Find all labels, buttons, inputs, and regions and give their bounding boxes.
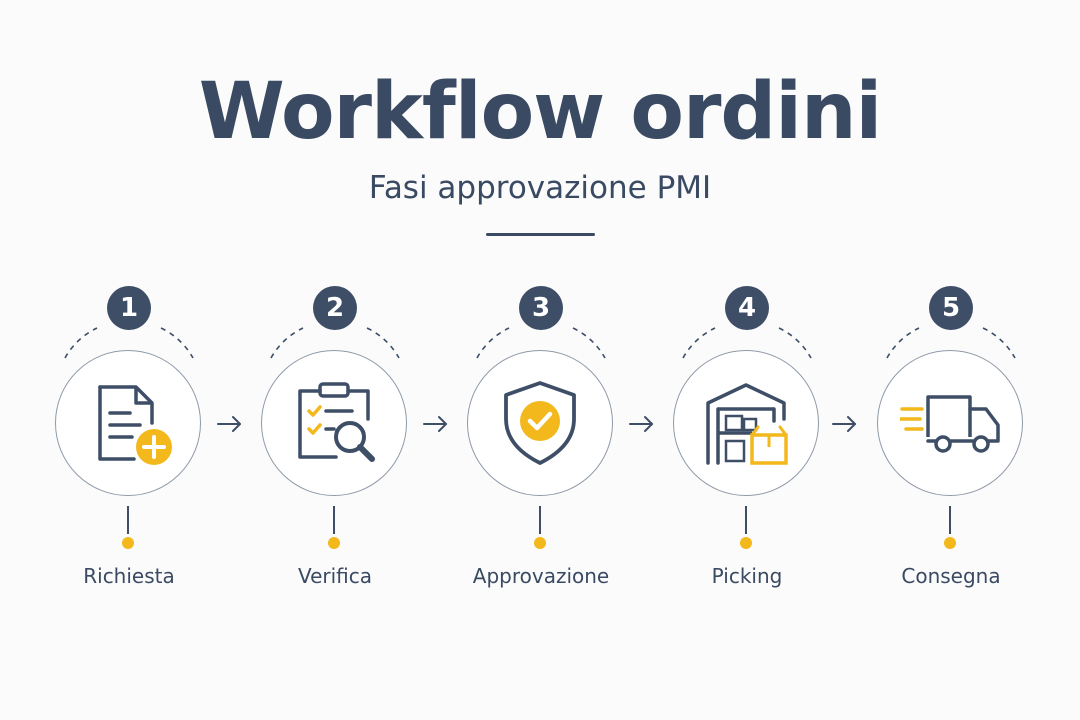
workflow-step-4: 4 Picking	[647, 280, 847, 600]
connector-line	[949, 506, 951, 534]
workflow-step-5: 5 Consegna	[851, 280, 1051, 600]
dashed-arc	[682, 327, 812, 359]
step-marker-dot	[534, 537, 546, 549]
step-label: Picking	[711, 564, 783, 588]
step-marker-dot	[944, 537, 956, 549]
step-marker-dot	[122, 537, 134, 549]
step-marker-dot	[740, 537, 752, 549]
step-marker-dot	[328, 537, 340, 549]
title-divider	[486, 233, 595, 236]
step-label: Consegna	[901, 564, 1001, 588]
delivery-truck-icon	[900, 395, 1000, 453]
step-label: Verifica	[297, 564, 373, 588]
arrow-right-icon	[832, 416, 856, 432]
arrow-right-icon	[629, 416, 653, 432]
page-subtitle: Fasi approvazione PMI	[368, 170, 712, 206]
dashed-arc	[270, 327, 400, 359]
step-icon-circle	[261, 350, 407, 496]
dashed-arc	[64, 327, 194, 359]
connector-line	[539, 506, 541, 534]
connector-line	[127, 506, 129, 534]
step-icon-circle	[673, 350, 819, 496]
shield-check-icon	[504, 381, 576, 465]
step-label: Approvazione	[472, 564, 610, 588]
document-plus-icon	[98, 385, 172, 465]
step-number-badge: 4	[725, 286, 769, 330]
step-number-badge: 2	[313, 286, 357, 330]
workflow-step-3: 3 Approvazione	[441, 280, 641, 600]
page-title: Workflow ordini	[198, 67, 883, 157]
dashed-arc	[476, 327, 606, 359]
arrow-right-icon	[423, 416, 447, 432]
step-number-badge: 3	[519, 286, 563, 330]
arrow-right-icon	[217, 416, 241, 432]
connector-line	[333, 506, 335, 534]
step-icon-circle	[467, 350, 613, 496]
warehouse-icon	[706, 383, 788, 465]
workflow-step-1: 1 Richiesta	[29, 280, 229, 600]
step-label: Richiesta	[83, 564, 175, 588]
workflow-step-2: 2 Verifica	[235, 280, 435, 600]
clipboard-search-icon	[298, 382, 375, 462]
step-icon-circle	[877, 350, 1023, 496]
connector-line	[745, 506, 747, 534]
step-number-badge: 1	[107, 286, 151, 330]
step-icon-circle	[55, 350, 201, 496]
step-number-badge: 5	[929, 286, 973, 330]
dashed-arc	[886, 327, 1016, 359]
